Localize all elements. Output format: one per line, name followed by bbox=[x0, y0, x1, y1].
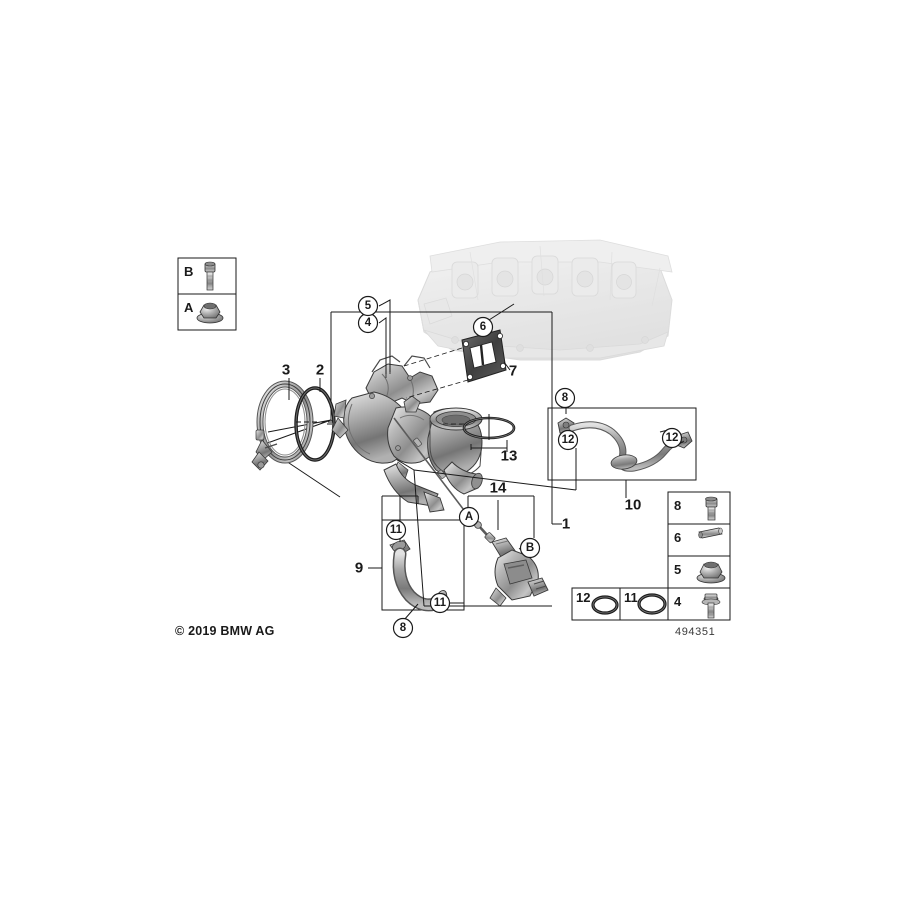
parts-legend-number-11: 11 bbox=[624, 590, 638, 605]
bracket-9-link bbox=[381, 495, 419, 520]
callout-label: 11 bbox=[390, 524, 403, 536]
connector-oil-line bbox=[413, 469, 577, 491]
callout-label: B bbox=[526, 542, 534, 554]
parts-legend-number-8: 8 bbox=[674, 498, 681, 513]
part-7-gasket bbox=[461, 329, 507, 383]
legend-8-socket-bolt-icon bbox=[705, 496, 718, 521]
callout-label: 2 bbox=[316, 362, 324, 379]
callout-11-o-ring-upper: 11 bbox=[385, 519, 407, 541]
callout-7-gasket: 7 bbox=[509, 363, 517, 380]
callout-6-dowel-pin: 6 bbox=[472, 316, 494, 338]
callout-14-actuator: 14 bbox=[490, 480, 507, 497]
parts-legend-number-5: 5 bbox=[674, 562, 681, 577]
callout-4-bolt: 4 bbox=[357, 312, 379, 334]
callout-12-o-ring-left: 12 bbox=[557, 429, 579, 451]
part-2-o-ring bbox=[294, 386, 336, 462]
callout-label: 14 bbox=[490, 480, 507, 497]
callout-circle bbox=[458, 506, 480, 528]
part-3-v-band-clamp bbox=[251, 380, 314, 471]
parts-legend-number-6: 6 bbox=[674, 530, 681, 545]
callout-circle bbox=[557, 429, 579, 451]
leader-13 bbox=[470, 414, 508, 452]
callout-circle bbox=[385, 519, 407, 541]
alignment-lines-gasket bbox=[403, 347, 469, 399]
callout-2-o-ring: 2 bbox=[316, 362, 324, 379]
diagram-number: 494351 bbox=[675, 626, 716, 638]
legend-socket-bolt-icon bbox=[204, 261, 216, 291]
callout-circle bbox=[472, 316, 494, 338]
callout-label: 12 bbox=[666, 432, 679, 444]
callout-label: 4 bbox=[365, 317, 372, 329]
cylinder-head-ghost bbox=[417, 239, 673, 361]
leaders-14 bbox=[467, 495, 535, 538]
callout-A-flange-nut: A bbox=[458, 506, 480, 528]
callout-label: 1 bbox=[562, 516, 570, 533]
hardware-legend-box bbox=[177, 257, 237, 331]
callout-circle bbox=[661, 427, 683, 449]
callout-8-bolt-return-pipe: 8 bbox=[392, 617, 414, 639]
callout-label: 12 bbox=[562, 434, 575, 446]
callout-circle bbox=[357, 295, 379, 317]
parts-legend-number-12: 12 bbox=[576, 590, 590, 605]
callout-circle bbox=[392, 617, 414, 639]
callout-9-oil-return-pipe: 9 bbox=[355, 560, 363, 577]
callout-label: 5 bbox=[365, 300, 372, 312]
part-10-box bbox=[547, 407, 697, 481]
callout-circle bbox=[519, 537, 541, 559]
stud-lines bbox=[385, 300, 391, 378]
leaders-4-5 bbox=[378, 299, 391, 374]
callout-label: 8 bbox=[400, 622, 407, 634]
hardware-legend-key-B: B bbox=[184, 264, 193, 279]
leader-7 bbox=[503, 361, 511, 371]
callout-label: 9 bbox=[355, 560, 363, 577]
callout-5-flange-nut: 5 bbox=[357, 295, 379, 317]
callout-13-o-ring: 13 bbox=[501, 448, 518, 465]
callout-B-bolt: B bbox=[519, 537, 541, 559]
callout-11-o-ring-lower: 11 bbox=[429, 592, 451, 614]
callout-label: 11 bbox=[434, 597, 447, 609]
parts-legend-column bbox=[667, 491, 731, 621]
callout-1-turbocharger-assembly: 1 bbox=[562, 516, 570, 533]
parts-legend-row bbox=[571, 587, 669, 621]
callout-circle bbox=[429, 592, 451, 614]
callout-label: 7 bbox=[509, 363, 517, 380]
legend-6-dowel-pin-icon bbox=[698, 527, 723, 539]
callout-label: A bbox=[465, 511, 473, 523]
callout-label: 13 bbox=[501, 448, 518, 465]
part-14-actuator bbox=[474, 521, 549, 607]
legend-5-flange-nut-icon bbox=[696, 561, 726, 584]
legend-flange-nut-icon bbox=[196, 302, 224, 324]
callout-label: 3 bbox=[282, 362, 290, 379]
callout-circle bbox=[554, 387, 576, 409]
copyright-notice: © 2019 BMW AG bbox=[175, 624, 275, 638]
callout-12-o-ring-right: 12 bbox=[661, 427, 683, 449]
parts-legend-number-4: 4 bbox=[674, 594, 682, 609]
callout-label: 6 bbox=[480, 321, 486, 333]
legend-4-hex-bolt-icon bbox=[701, 593, 721, 619]
callout-10-oil-supply-line: 10 bbox=[625, 497, 642, 514]
callout-label: 8 bbox=[562, 392, 569, 404]
hardware-legend-key-A: A bbox=[184, 300, 194, 315]
callout-label: 10 bbox=[625, 497, 642, 514]
callout-3-v-band-clamp: 3 bbox=[282, 362, 290, 379]
legend-12-o-ring-icon bbox=[591, 595, 619, 615]
callout-8-bolt-oil-line: 8 bbox=[554, 387, 576, 409]
legend-11-o-ring-icon bbox=[637, 593, 667, 615]
part-1-turbocharger bbox=[331, 355, 483, 519]
